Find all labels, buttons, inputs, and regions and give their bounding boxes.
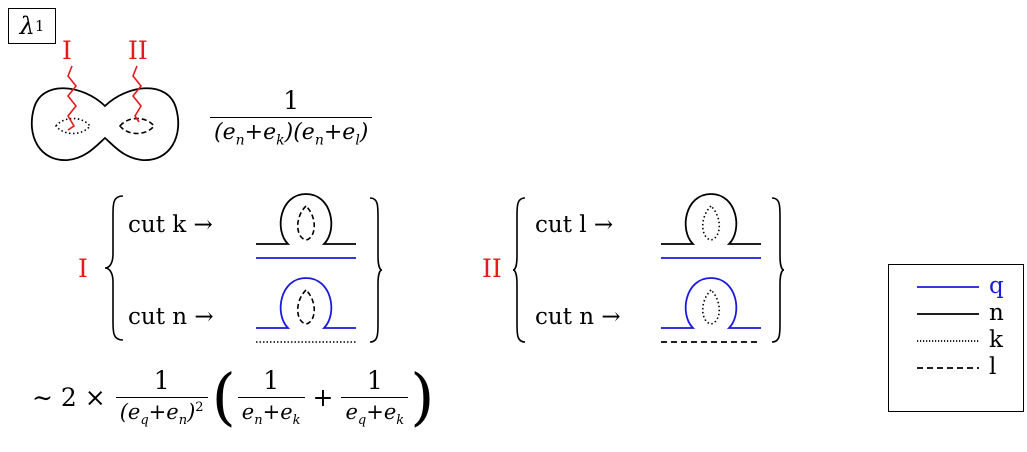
group-I-right-brace — [369, 197, 382, 343]
result-prefix: ∼ 2 × — [32, 382, 106, 412]
legend-item-k: k — [917, 327, 1003, 353]
lambda-symbol: λ — [19, 12, 35, 40]
cut-label-I: I — [62, 36, 72, 65]
group-I-row2: cut n → — [128, 304, 214, 330]
omega-black-top — [256, 193, 356, 245]
legend-label-l: l — [989, 354, 997, 380]
legend-item-q: q — [917, 273, 1004, 299]
group-II-label: II — [482, 254, 502, 283]
group-II-right-brace — [771, 197, 784, 343]
legend-swatch-q — [917, 286, 979, 288]
result-f1-numerator: 1 — [153, 366, 170, 395]
legend-swatch-k — [917, 340, 979, 342]
surface-outline — [30, 87, 180, 161]
group-II-row2: cut n → — [535, 304, 621, 330]
result-fraction-3: 1 eq+ek — [341, 366, 409, 428]
dashed-loop-l — [118, 117, 156, 135]
lambda-superscript: 1 — [34, 17, 45, 35]
group-II-row1: cut l → — [535, 212, 614, 238]
result-f2-numerator: 1 — [263, 366, 280, 395]
group-I-row1: cut k → — [128, 212, 213, 238]
dotted-loop-top-II — [701, 204, 721, 241]
legend-swatch-n — [917, 313, 979, 315]
result-f1-denominator: (eq+en)2 — [115, 397, 208, 428]
dashed-loop-top — [296, 204, 316, 241]
result-f2-denominator: en+ek — [237, 397, 305, 428]
dashed-loop-bottom — [296, 288, 316, 325]
cut-line-II — [131, 65, 143, 123]
legend-label-q: q — [989, 273, 1004, 299]
group-I-diagrams — [256, 193, 356, 343]
result-formula: ∼ 2 × 1 (eq+en)2 ( 1 en+ek + 1 eq+ek ) — [32, 360, 435, 434]
omega-blue-bottom — [256, 277, 356, 329]
legend-label-k: k — [989, 327, 1003, 353]
result-f3-numerator: 1 — [366, 366, 383, 395]
result-close-paren: ) — [410, 360, 435, 434]
legend-item-l: l — [917, 354, 996, 380]
legend-swatch-l — [917, 367, 979, 369]
omega-black-top-II — [661, 193, 761, 245]
legend-label-n: n — [989, 300, 1004, 326]
dotted-loop-bottom-II — [701, 288, 721, 325]
group-II-diagrams — [661, 193, 761, 343]
result-fraction-2: 1 en+ek — [237, 366, 305, 428]
cut-label-II: II — [128, 36, 148, 65]
group-II-left-brace — [513, 197, 526, 343]
term-denominator: (en+ek)(en+el) — [210, 117, 373, 148]
result-fraction-1: 1 (eq+en)2 — [115, 366, 208, 428]
result-f3-denominator: eq+ek — [341, 397, 409, 428]
omega-blue-bottom-II — [661, 277, 761, 329]
cut-line-I — [66, 65, 78, 131]
group-I-bracket — [105, 195, 124, 341]
result-open-paren: ( — [211, 360, 236, 434]
genus-two-surface-diagram — [30, 65, 180, 161]
result-plus: + — [312, 382, 334, 412]
term-fraction: 1 (en+ek)(en+el) — [210, 86, 373, 148]
group-I-label: I — [78, 254, 88, 283]
legend-item-n: n — [917, 300, 1004, 326]
term-numerator: 1 — [283, 86, 300, 115]
